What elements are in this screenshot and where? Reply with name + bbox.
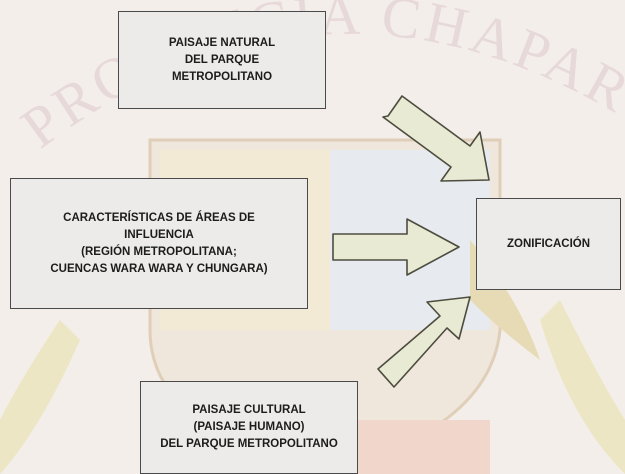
box-zonificacion-text: ZONIFICACIÓN — [506, 237, 591, 250]
box-caracteristicas-text: CARACTERÍSTICAS DE ÁREAS DE INFLUENCIA (… — [50, 211, 268, 275]
arrow-natural-to-zonificacion — [382, 95, 490, 182]
box-paisaje-cultural-text: PAISAJE CULTURAL (PAISAJE HUMANO) DEL PA… — [160, 404, 338, 450]
box-paisaje-cultural: PAISAJE CULTURAL (PAISAJE HUMANO) DEL PA… — [140, 381, 358, 474]
box-zonificacion: ZONIFICACIÓN — [476, 198, 621, 290]
leaf-right — [540, 300, 625, 474]
box-paisaje-natural-text: PAISAJE NATURAL DEL PARQUE METROPOLITANO — [168, 36, 276, 83]
arrow-caracteristicas-to-zonificacion — [332, 218, 460, 276]
leaf-left — [0, 320, 80, 474]
arrow-cultural-to-zonificacion — [377, 296, 471, 388]
box-paisaje-natural: PAISAJE NATURAL DEL PARQUE METROPOLITANO — [118, 11, 326, 109]
box-caracteristicas: CARACTERÍSTICAS DE ÁREAS DE INFLUENCIA (… — [10, 178, 308, 309]
